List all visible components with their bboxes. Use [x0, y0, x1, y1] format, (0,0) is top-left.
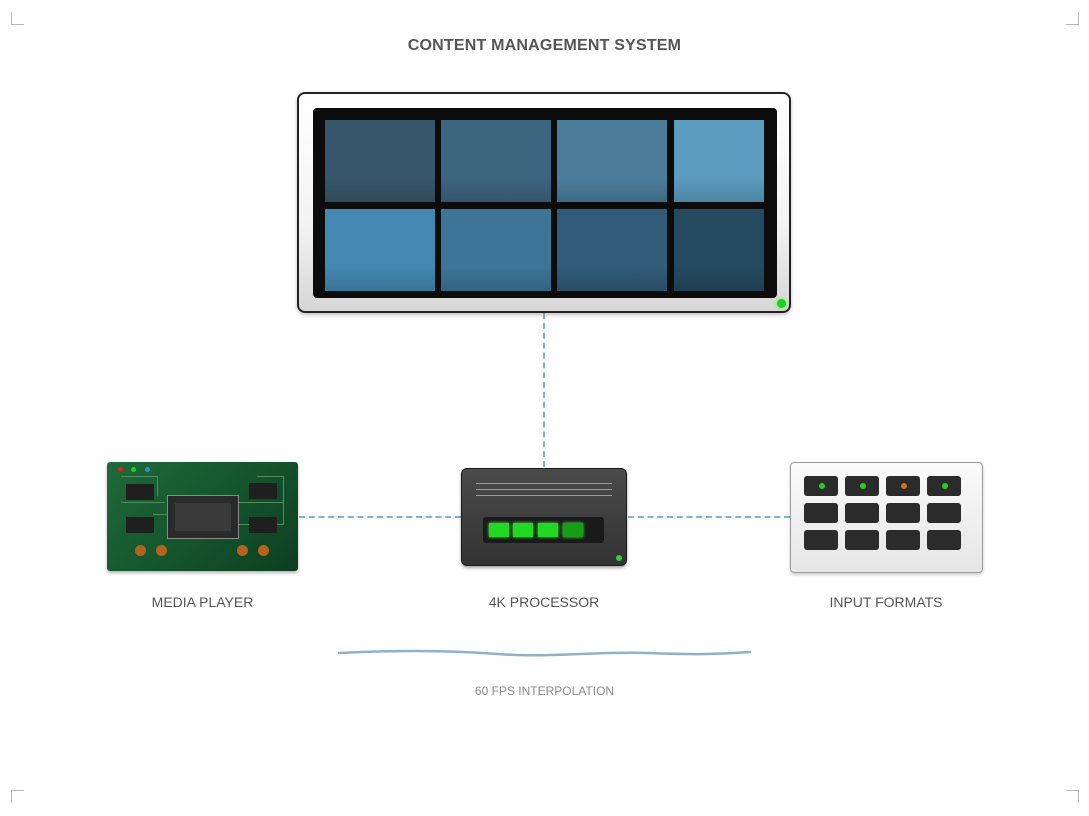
- interpolation-wave: [338, 649, 752, 657]
- input-port: [845, 530, 879, 550]
- board-trace: [239, 502, 283, 503]
- processor-vent: [476, 495, 612, 496]
- board-capacitor: [156, 545, 167, 556]
- media-player-label: MEDIA PLAYER: [151, 594, 254, 610]
- screen-tile: [441, 209, 551, 291]
- board-trace: [153, 514, 167, 515]
- screen-tile: [325, 120, 435, 202]
- input-formats-panel: [790, 462, 983, 573]
- board-chip: [249, 483, 277, 499]
- port-led: [819, 483, 825, 489]
- media-player-board: [107, 462, 298, 571]
- input-port: [886, 503, 920, 523]
- board-capacitor: [135, 545, 146, 556]
- board-main-processor: [167, 495, 239, 539]
- processor-unit: [461, 468, 627, 566]
- board-capacitor: [237, 545, 248, 556]
- display-monitor: [297, 92, 791, 313]
- processor-level-meter: [483, 517, 604, 543]
- input-port: [845, 476, 879, 496]
- board-trace: [121, 502, 165, 503]
- input-formats-label: INPUT FORMATS: [829, 594, 943, 610]
- board-capacitor: [258, 545, 269, 556]
- meter-segment: [489, 523, 509, 537]
- screen-tile: [674, 120, 764, 202]
- screen-tile: [441, 120, 551, 202]
- board-trace: [257, 476, 283, 477]
- processor-status-led: [616, 555, 622, 561]
- meter-segment: [563, 523, 583, 537]
- board-trace: [283, 476, 284, 524]
- port-led: [901, 483, 907, 489]
- board-chip: [249, 517, 277, 533]
- input-port: [886, 530, 920, 550]
- diagram-title: CONTENT MANAGEMENT SYSTEM: [407, 37, 682, 54]
- meter-segment: [513, 523, 533, 537]
- corner-mark-bottom-left: [11, 790, 24, 803]
- input-port: [804, 476, 838, 496]
- corner-mark-bottom-right: [1066, 790, 1079, 803]
- screen-tile: [557, 120, 667, 202]
- processor-vent: [476, 483, 612, 484]
- input-port: [886, 476, 920, 496]
- board-chip: [126, 517, 154, 533]
- processor-vent: [476, 489, 612, 490]
- board-led: [131, 467, 136, 472]
- display-screen: [313, 108, 777, 298]
- input-port: [927, 530, 961, 550]
- board-chip: [126, 484, 154, 500]
- board-led: [118, 467, 123, 472]
- board-trace: [157, 476, 158, 496]
- screen-tile: [557, 209, 667, 291]
- board-trace: [121, 476, 157, 477]
- input-port: [927, 476, 961, 496]
- connector-media-player-to-processor: [299, 516, 461, 518]
- display-power-led: [777, 299, 786, 308]
- interpolation-caption: 60 FPS INTERPOLATION: [474, 684, 615, 698]
- meter-segment: [538, 523, 558, 537]
- corner-mark-top-left: [11, 12, 24, 25]
- screen-tile: [325, 209, 435, 291]
- port-led: [860, 483, 866, 489]
- connector-processor-to-input-formats: [628, 516, 790, 518]
- port-led: [942, 483, 948, 489]
- screen-tile: [674, 209, 764, 291]
- connector-display-to-processor: [543, 313, 545, 467]
- input-port: [845, 503, 879, 523]
- processor-label: 4K PROCESSOR: [488, 594, 600, 610]
- input-port: [927, 503, 961, 523]
- corner-mark-top-right: [1066, 12, 1079, 25]
- board-led: [145, 467, 150, 472]
- input-port: [804, 530, 838, 550]
- input-port: [804, 503, 838, 523]
